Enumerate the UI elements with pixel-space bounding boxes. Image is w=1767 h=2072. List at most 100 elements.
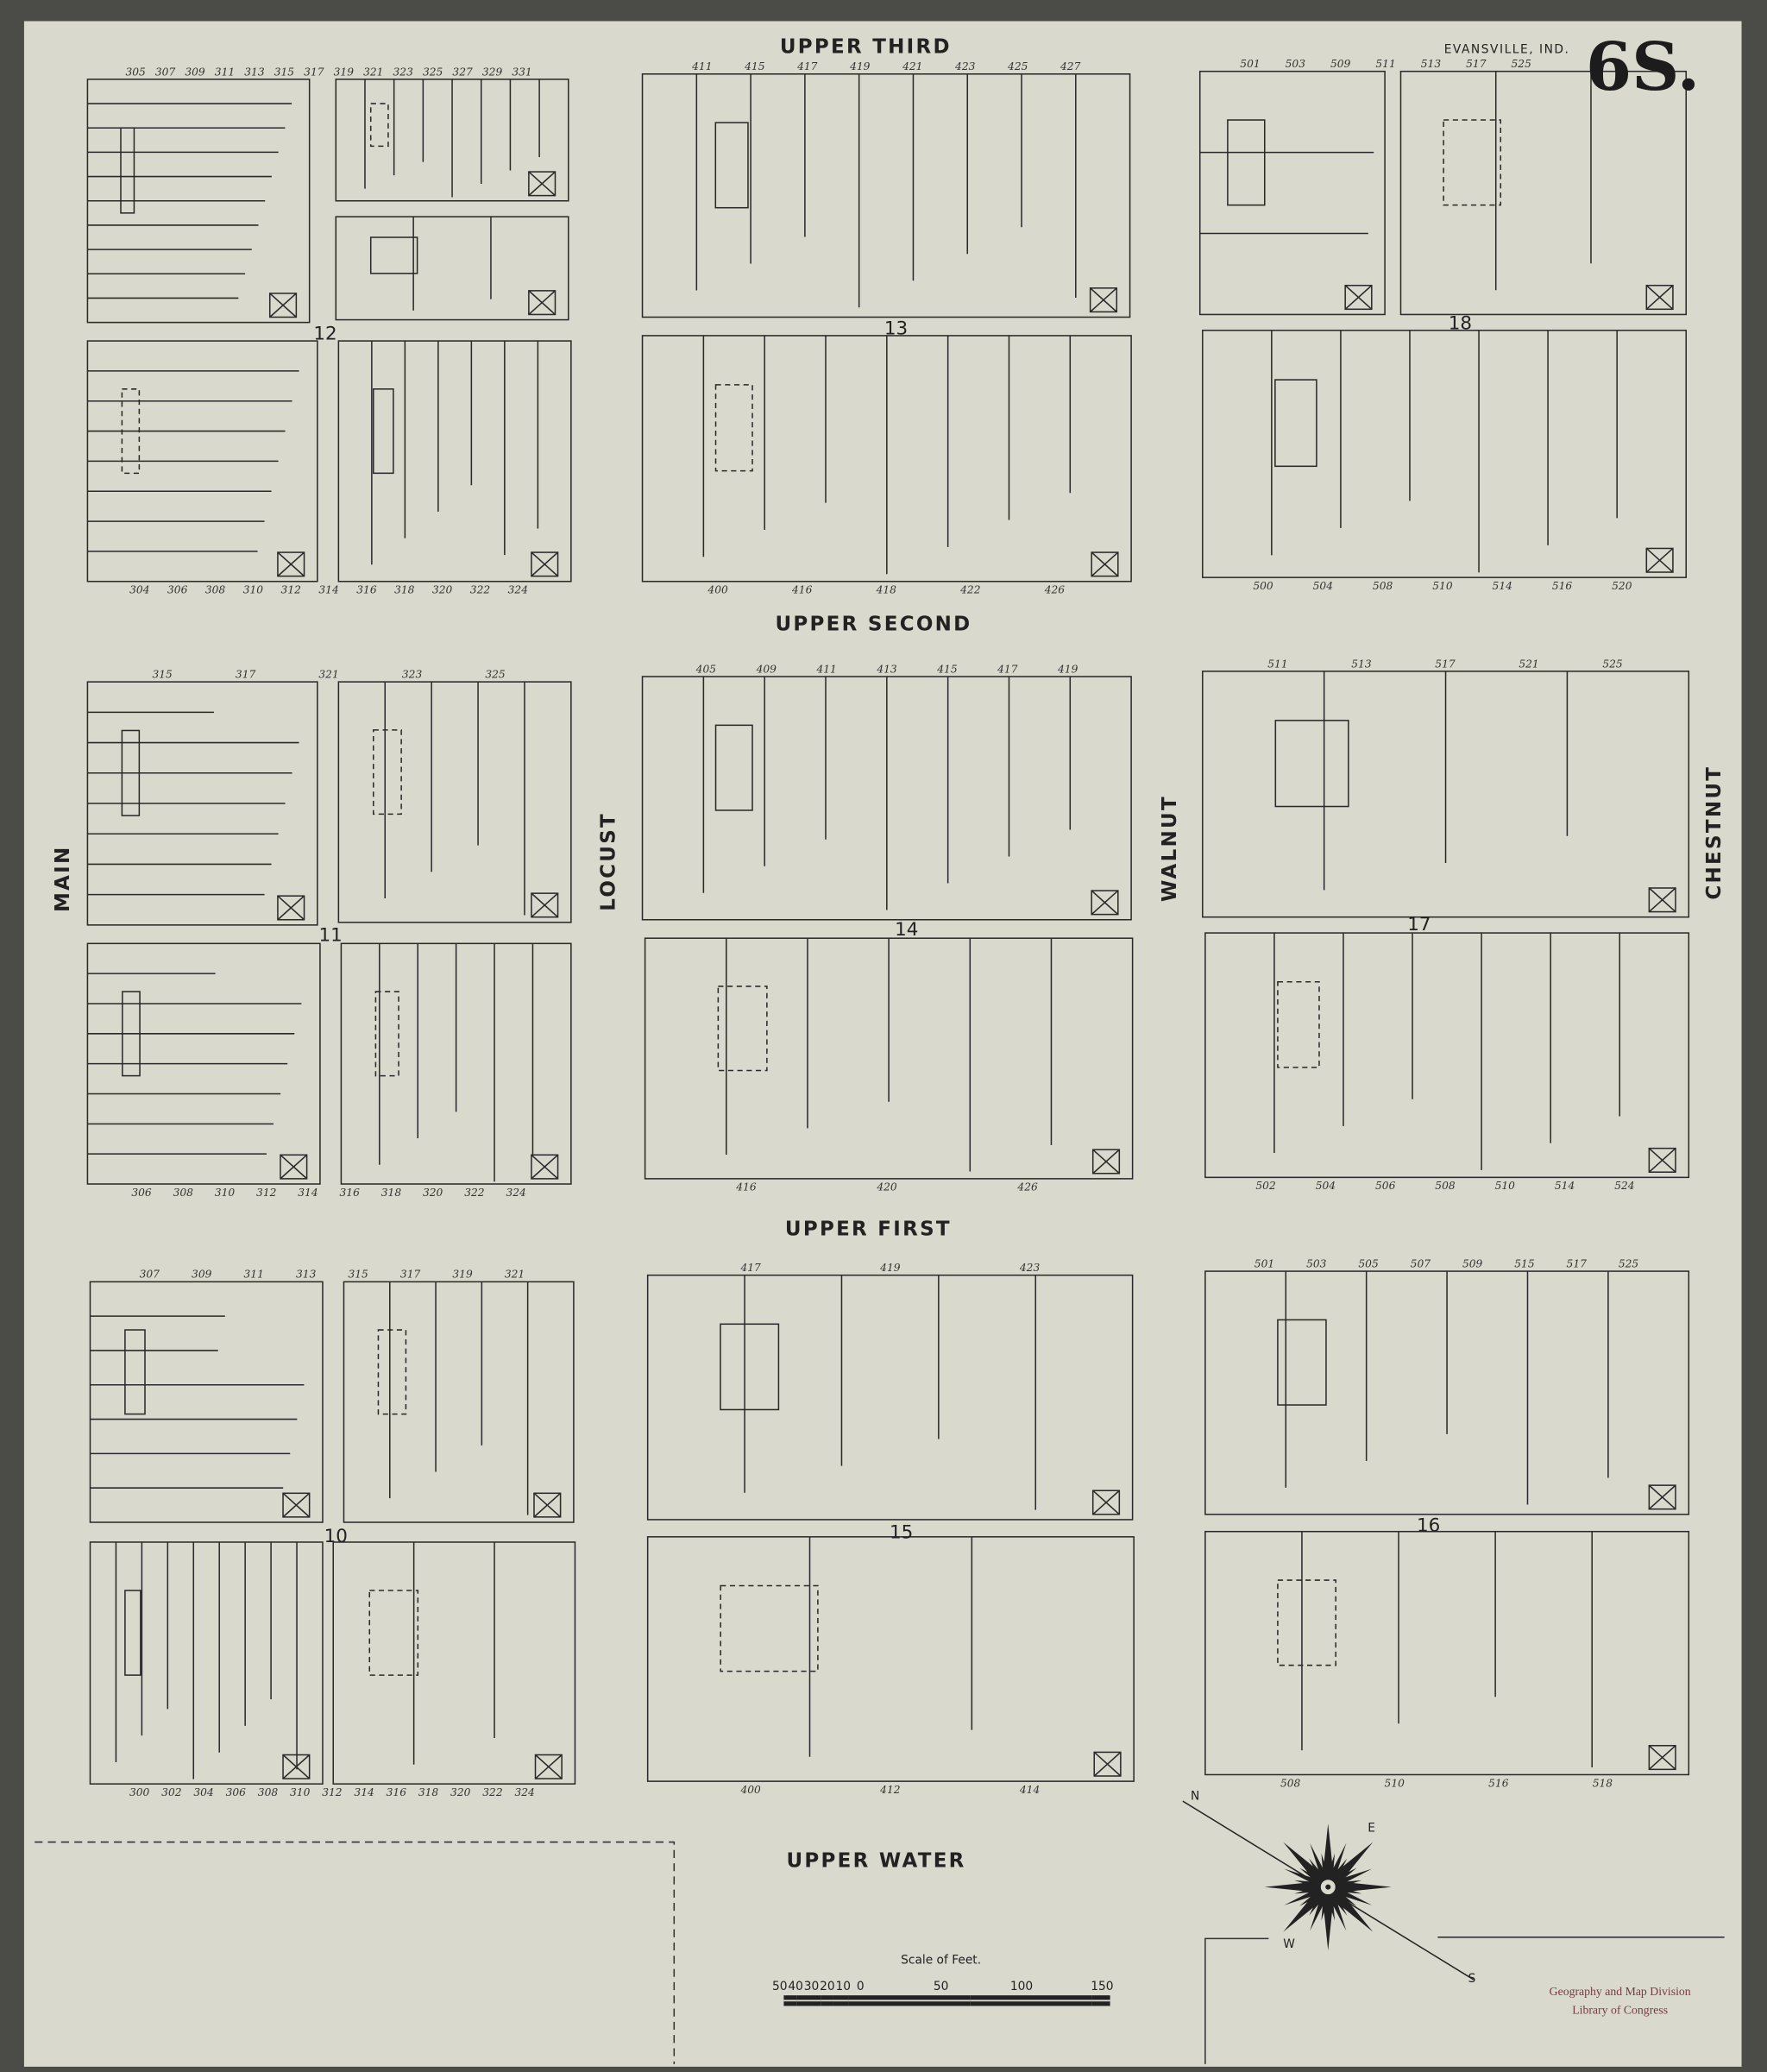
shed-marker (1091, 1149, 1121, 1175)
house-number: 511 (1375, 58, 1395, 70)
shed-cross (1092, 1489, 1120, 1515)
house-number: 317 (236, 669, 256, 681)
house-number: 427 (1060, 60, 1081, 72)
shed-marker (1344, 284, 1373, 311)
house-number: 423 (954, 60, 976, 72)
city-lot (337, 681, 572, 923)
house-number: 314 (318, 584, 338, 596)
shed-marker (528, 171, 557, 197)
house-number: 317 (304, 66, 324, 78)
building-footprint (1274, 379, 1317, 468)
house-number: 324 (506, 1187, 525, 1199)
shed-marker (280, 1154, 308, 1180)
house-number: 321 (505, 1269, 525, 1281)
blocks-layer (86, 70, 1690, 1785)
house-number: 310 (215, 1187, 236, 1199)
block-number: 14 (895, 919, 918, 941)
house-number: 304 (193, 1786, 213, 1798)
shed-marker (1091, 890, 1119, 916)
building-footprint (717, 986, 768, 1072)
scale-title: Scale of Feet. (901, 1953, 981, 1967)
house-number: 525 (1602, 658, 1623, 670)
shed-marker (533, 1492, 562, 1518)
shed-marker (528, 290, 557, 316)
city-lot (1202, 330, 1687, 578)
house-number: 511 (1267, 658, 1287, 670)
building-footprint (374, 991, 399, 1077)
library-stamp-line1: Geography and Map Division (1550, 1985, 1691, 1998)
house-number: 510 (1385, 1777, 1405, 1789)
building-footprint (714, 384, 753, 472)
scale-tick-label: 100 (1010, 1980, 1033, 1993)
house-number: 315 (348, 1269, 368, 1281)
house-number: 413 (876, 663, 897, 675)
compass-rose: N E W S (1182, 1790, 1476, 1986)
shed-marker (1645, 284, 1674, 311)
block-10 (89, 1281, 576, 1785)
house-number: 419 (1057, 663, 1078, 675)
house-number: 313 (296, 1269, 317, 1281)
street-upper-water: UPPER WATER (786, 1850, 965, 1873)
building-footprint (1274, 720, 1349, 808)
house-number: 309 (185, 66, 205, 78)
house-number: 327 (452, 66, 473, 78)
shed-cross (533, 1492, 562, 1518)
shed-marker (534, 1754, 563, 1779)
compass-s: S (1468, 1972, 1476, 1986)
shed-marker (1645, 547, 1674, 573)
block-number: 18 (1449, 312, 1472, 334)
house-number: 319 (334, 66, 355, 78)
house-number: 320 (450, 1786, 471, 1798)
house-number: 509 (1462, 1257, 1483, 1269)
street-main: MAIN (52, 846, 74, 913)
house-number: 520 (1612, 580, 1632, 592)
house-number: 409 (756, 663, 777, 675)
shed-cross (528, 290, 556, 316)
house-number: 419 (849, 60, 871, 72)
shed-marker (1648, 1147, 1676, 1173)
scale-tick-label: 50 (934, 1980, 949, 1993)
shed-cross (282, 1754, 311, 1779)
shed-marker (1648, 1484, 1676, 1510)
house-number: 312 (322, 1786, 343, 1798)
house-number: 510 (1432, 580, 1453, 592)
house-number: 419 (879, 1262, 901, 1274)
house-number: 311 (215, 66, 235, 78)
block-18 (1198, 70, 1687, 578)
house-number: 317 (400, 1269, 421, 1281)
house-number: 416 (791, 584, 813, 596)
scale-tick-label: 40 (788, 1980, 803, 1993)
house-number: 306 (226, 1786, 247, 1798)
house-number: 412 (879, 1784, 901, 1796)
shed-marker (282, 1492, 311, 1518)
building-footprint (720, 1323, 780, 1411)
shed-marker (277, 895, 305, 921)
city-lot (646, 1536, 1135, 1782)
shed-marker (1091, 551, 1119, 577)
shed-cross (282, 1492, 311, 1518)
house-number: 516 (1552, 580, 1573, 592)
house-number: 325 (485, 669, 506, 681)
house-number: 308 (173, 1187, 194, 1199)
city-title: EVANSVILLE, IND. (1444, 42, 1570, 56)
house-number: 321 (363, 66, 383, 78)
city-lot (1204, 1530, 1690, 1776)
house-number: 513 (1351, 658, 1372, 670)
compass-n: N (1191, 1790, 1199, 1804)
house-number: 320 (423, 1187, 443, 1199)
street-walnut: WALNUT (1159, 795, 1181, 902)
block-number: 11 (319, 924, 343, 946)
house-number: 308 (258, 1786, 279, 1798)
building-footprint (714, 724, 753, 811)
house-number: 324 (508, 584, 528, 596)
shed-cross (280, 1154, 308, 1180)
house-number: 318 (394, 584, 415, 596)
house-number: 525 (1511, 58, 1531, 70)
shed-marker (1648, 1745, 1676, 1771)
building-footprint (121, 729, 141, 816)
shed-marker (531, 551, 559, 577)
city-lot (332, 1541, 576, 1785)
house-number: 417 (739, 1262, 761, 1274)
house-number: 319 (452, 1269, 473, 1281)
building-footprint (369, 236, 418, 274)
